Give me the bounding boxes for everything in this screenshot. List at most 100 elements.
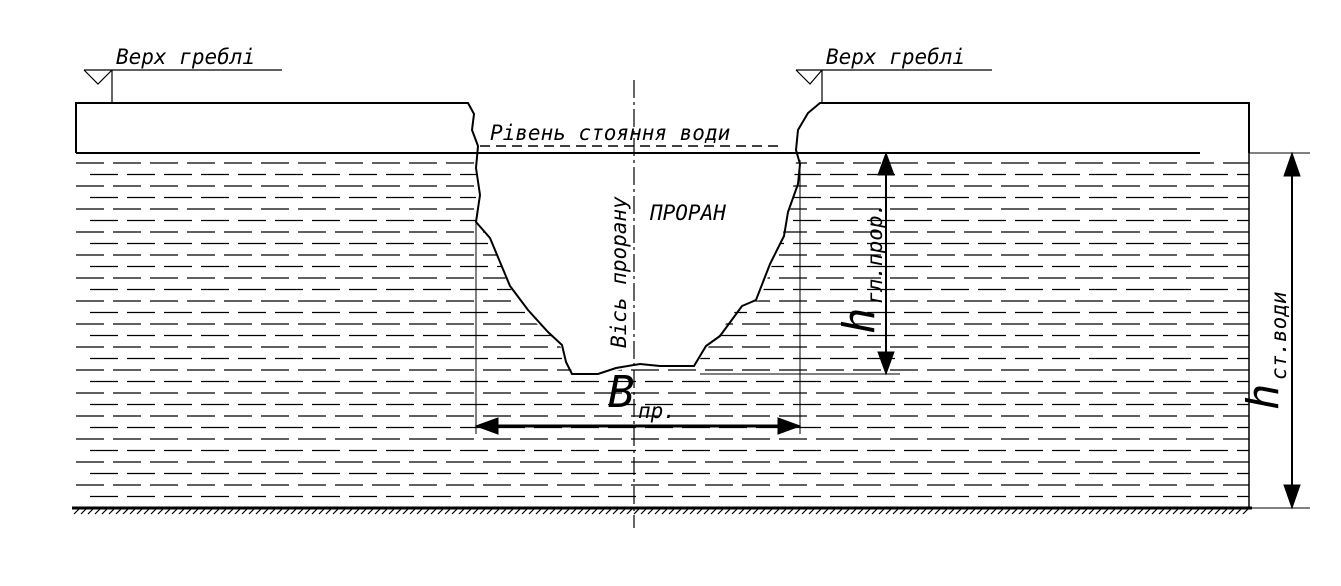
- ground-hatch-line: [479, 507, 487, 515]
- ground-hatch-line: [1081, 507, 1089, 515]
- ground-hatch-line: [752, 507, 760, 515]
- ground-hatch-line: [1011, 507, 1019, 515]
- ground-hatch-line: [108, 507, 116, 515]
- ground-hatch-line: [283, 507, 291, 515]
- ground-hatch-line: [675, 507, 683, 515]
- ground-hatch-line: [955, 507, 963, 515]
- ground-hatch-line: [325, 507, 333, 515]
- ground-hatch-line: [990, 507, 998, 515]
- ground-hatch-line: [584, 507, 592, 515]
- ground-hatch-line: [1158, 507, 1166, 515]
- ground-hatch-line: [1221, 507, 1229, 515]
- ground-hatch-line: [1130, 507, 1138, 515]
- ground-hatch-line: [689, 507, 697, 515]
- ground-hatch-line: [976, 507, 984, 515]
- ground-hatch-line: [514, 507, 522, 515]
- ground-hatch-line: [626, 507, 634, 515]
- ground-hatch-line: [1186, 507, 1194, 515]
- ground-hatch-line: [815, 507, 823, 515]
- water-depth-label-group: h ст.води: [1238, 291, 1291, 410]
- ground-hatch-line: [962, 507, 970, 515]
- ground-hatch-line: [703, 507, 711, 515]
- ground-hatch-line: [1214, 507, 1222, 515]
- ground-hatch-line: [507, 507, 515, 515]
- ground-hatch-line: [213, 507, 221, 515]
- ground-hatch-line: [157, 507, 165, 515]
- ground-hatch-line: [836, 507, 844, 515]
- gap-depth-sub-label: гл.прор.: [863, 203, 887, 304]
- ground-hatch-line: [1193, 507, 1201, 515]
- ground-hatch-line: [1165, 507, 1173, 515]
- ground-hatch-line: [416, 507, 424, 515]
- ground-hatch-line: [864, 507, 872, 515]
- ground-hatch-line: [619, 507, 627, 515]
- ground-hatch-line: [255, 507, 263, 515]
- ground-hatch-line: [948, 507, 956, 515]
- ground-hatch-line: [1102, 507, 1110, 515]
- water-depth-label: h: [1238, 384, 1289, 411]
- ground-hatch-line: [906, 507, 914, 515]
- ground-hatch-line: [458, 507, 466, 515]
- ground-hatch-line: [1032, 507, 1040, 515]
- ground-hatch-line: [829, 507, 837, 515]
- ground-hatch-line: [647, 507, 655, 515]
- ground-hatch-line: [297, 507, 305, 515]
- ground-hatch-line: [654, 507, 662, 515]
- ground-hatch-line: [535, 507, 543, 515]
- ground-hatch-line: [941, 507, 949, 515]
- ground-hatch-line: [1228, 507, 1236, 515]
- ground-hatch-line: [892, 507, 900, 515]
- ground-hatch-line: [220, 507, 228, 515]
- ground-hatch-line: [850, 507, 858, 515]
- ground-hatch-line: [801, 507, 809, 515]
- ground-hatch-line: [745, 507, 753, 515]
- dam-top-marker-right: [795, 69, 992, 102]
- ground-hatch-line: [640, 507, 648, 515]
- ground-hatch-line: [374, 507, 382, 515]
- ground-hatch-line: [486, 507, 494, 515]
- ground-hatch-line: [339, 507, 347, 515]
- ground-hatch-line: [472, 507, 480, 515]
- ground-hatch-line: [927, 507, 935, 515]
- ground-hatch-line: [1088, 507, 1096, 515]
- ground-hatch-line: [143, 507, 151, 515]
- ground-hatch-line: [759, 507, 767, 515]
- ground-hatch-line: [493, 507, 501, 515]
- ground-hatch-line: [367, 507, 375, 515]
- ground-hatch-line: [983, 507, 991, 515]
- gap-width-label: B: [608, 367, 635, 418]
- ground-hatch-line: [1074, 507, 1082, 515]
- ground-hatch-line: [528, 507, 536, 515]
- ground-hatch-line: [150, 507, 158, 515]
- ground-hatch-line: [885, 507, 893, 515]
- gap-name-label: ПРОРАН: [649, 201, 726, 225]
- ground-hatch-line: [318, 507, 326, 515]
- ground-hatch-line: [437, 507, 445, 515]
- ground-hatch-line: [913, 507, 921, 515]
- ground-hatch-line: [1095, 507, 1103, 515]
- ground-hatch-line: [1025, 507, 1033, 515]
- ground-hatch-line: [185, 507, 193, 515]
- ground-hatch-line: [1060, 507, 1068, 515]
- ground-hatch-line: [353, 507, 361, 515]
- ground-hatch-line: [269, 507, 277, 515]
- ground-hatch-line: [1137, 507, 1145, 515]
- ground-hatching: [73, 507, 1250, 515]
- ground-hatch-line: [409, 507, 417, 515]
- ground-hatch-line: [87, 507, 95, 515]
- ground-hatch-line: [1004, 507, 1012, 515]
- ground-hatch-line: [773, 507, 781, 515]
- ground-hatch-line: [577, 507, 585, 515]
- ground-hatch-line: [276, 507, 284, 515]
- ground-hatch-line: [871, 507, 879, 515]
- ground-hatch-line: [1235, 507, 1243, 515]
- ground-hatch-line: [129, 507, 137, 515]
- ground-hatch-line: [843, 507, 851, 515]
- ground-hatch-line: [500, 507, 508, 515]
- ground-hatch-line: [430, 507, 438, 515]
- ground-hatch-line: [1151, 507, 1159, 515]
- ground-hatch-line: [1144, 507, 1152, 515]
- ground-hatch-line: [241, 507, 249, 515]
- ground-hatch-line: [465, 507, 473, 515]
- ground-hatch-line: [997, 507, 1005, 515]
